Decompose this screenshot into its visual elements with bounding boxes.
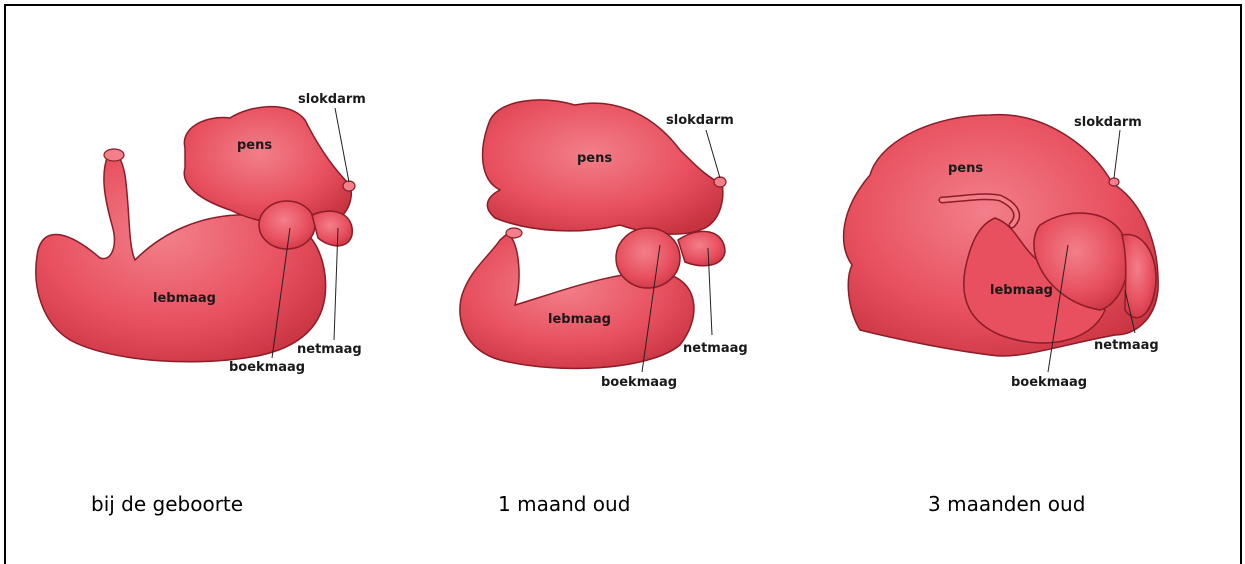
label-pens: pens: [577, 151, 612, 166]
label-netmaag: netmaag: [297, 342, 362, 357]
netmaag-shape: [678, 231, 725, 265]
label-boekmaag: boekmaag: [1011, 375, 1087, 390]
stomach-development-diagram: slokdarm pens lebmaag boekmaag netmaag s…: [0, 0, 1245, 549]
boekmaag-shape: [259, 201, 315, 249]
tube-end: [104, 149, 124, 161]
label-netmaag: netmaag: [683, 341, 748, 356]
label-lebmaag: lebmaag: [548, 312, 611, 327]
boekmaag-shape: [616, 228, 680, 288]
label-slokdarm: slokdarm: [298, 92, 366, 107]
netmaag-shape: [312, 211, 352, 246]
label-slokdarm: slokdarm: [666, 113, 734, 128]
panel-birth: slokdarm pens lebmaag boekmaag netmaag: [36, 92, 366, 375]
label-pens: pens: [948, 161, 983, 176]
tube-end: [506, 228, 522, 238]
label-boekmaag: boekmaag: [601, 375, 677, 390]
slokdarm-shape: [343, 181, 355, 191]
panel-3-months: slokdarm pens lebmaag boekmaag netmaag: [844, 115, 1159, 390]
slokdarm-shape: [714, 177, 726, 187]
label-boekmaag: boekmaag: [229, 360, 305, 375]
caption-3-months: 3 maanden oud: [928, 492, 1085, 516]
panel-1-month: slokdarm pens lebmaag boekmaag netmaag: [460, 100, 748, 390]
slokdarm-pointer: [1114, 130, 1120, 178]
label-slokdarm: slokdarm: [1074, 115, 1142, 130]
label-netmaag: netmaag: [1094, 338, 1159, 353]
label-lebmaag: lebmaag: [990, 283, 1053, 298]
caption-birth: bij de geboorte: [91, 492, 243, 516]
slokdarm-pointer: [706, 130, 720, 178]
caption-1-month: 1 maand oud: [498, 492, 630, 516]
label-pens: pens: [237, 138, 272, 153]
slokdarm-shape: [1109, 178, 1119, 186]
label-lebmaag: lebmaag: [153, 291, 216, 306]
